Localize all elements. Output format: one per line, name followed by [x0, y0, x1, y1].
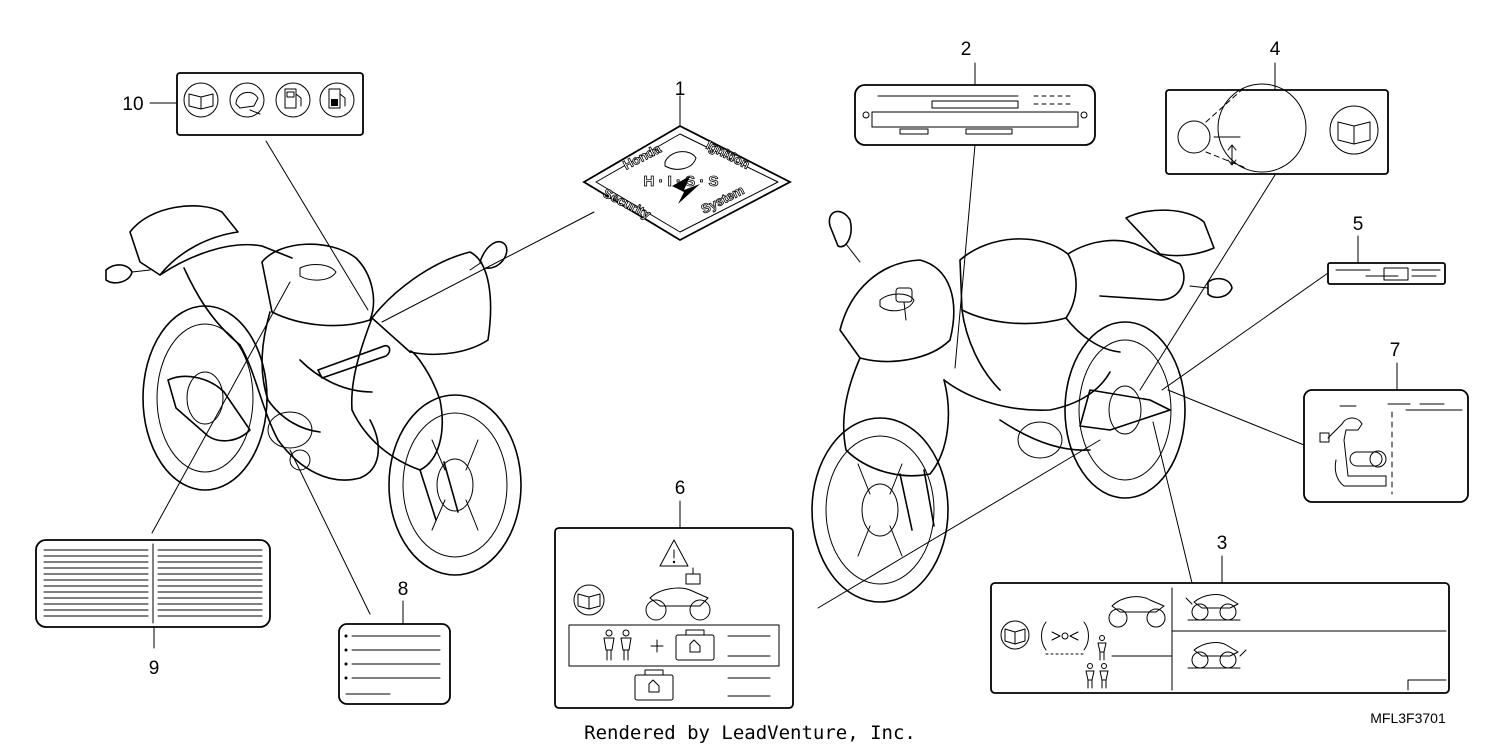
warning-triangle-icon: [659, 539, 689, 567]
callout-3: 3: [1217, 533, 1228, 554]
motorcycle-icon: [1185, 594, 1241, 621]
label-6-load-warning: [554, 527, 794, 709]
shock-absorber-icon: [1319, 405, 1387, 487]
label-5-strip: [1327, 262, 1446, 285]
motorcycle-icon: [1187, 642, 1247, 669]
left-motorcycle-drawing: [105, 205, 522, 576]
callout-7: 7: [1390, 340, 1401, 361]
luggage-icon: [675, 629, 715, 661]
label-8-list-label: [338, 623, 451, 705]
label-7-suspension-label: [1303, 389, 1469, 503]
label-10-icons: [176, 72, 364, 136]
rider-icon: [603, 629, 632, 661]
helmet-icon: [229, 82, 265, 118]
motorcycle-icon: [1108, 596, 1166, 628]
callout-9: 9: [149, 658, 160, 679]
fuel-pump-icon: [275, 82, 311, 118]
text-lines-right: [157, 549, 263, 617]
rider-icon: [1085, 635, 1109, 689]
callout-numbers: 1 2 3 4 5 6 7 8 9 10: [122, 39, 1400, 679]
callout-10: 10: [122, 94, 143, 115]
right-motorcycle-drawing: [811, 209, 1233, 603]
text-lines-left: [43, 549, 149, 617]
label-2-plate: [854, 84, 1096, 146]
manual-book-icon: [183, 82, 219, 118]
callout-1: 1: [675, 79, 686, 100]
label-4-adjust-label: [1165, 83, 1389, 175]
credit-text: Rendered by LeadVenture, Inc.: [584, 722, 916, 744]
label-3-rider-load-label: [990, 582, 1450, 694]
label-9-text-panel: [35, 539, 271, 628]
leader-lines: [149, 62, 1398, 649]
tire-pressure-icon: [1041, 621, 1089, 655]
callout-4: 4: [1270, 39, 1281, 60]
callout-8: 8: [398, 579, 409, 600]
callout-5: 5: [1353, 214, 1364, 235]
manual-book-icon: [1000, 620, 1030, 650]
motorcycle-icon: [645, 567, 711, 621]
fuel-pump-icon: [319, 82, 355, 118]
luggage-icon: [634, 669, 674, 701]
manual-book-icon: [1329, 105, 1379, 155]
callout-6: 6: [675, 478, 686, 499]
manual-book-icon: [573, 584, 605, 616]
part-number-text: MFL3F3701: [1370, 710, 1446, 726]
callout-2: 2: [961, 39, 972, 60]
label-1-security-diamond: Honda Ignition Security System H · I · S…: [582, 124, 792, 242]
